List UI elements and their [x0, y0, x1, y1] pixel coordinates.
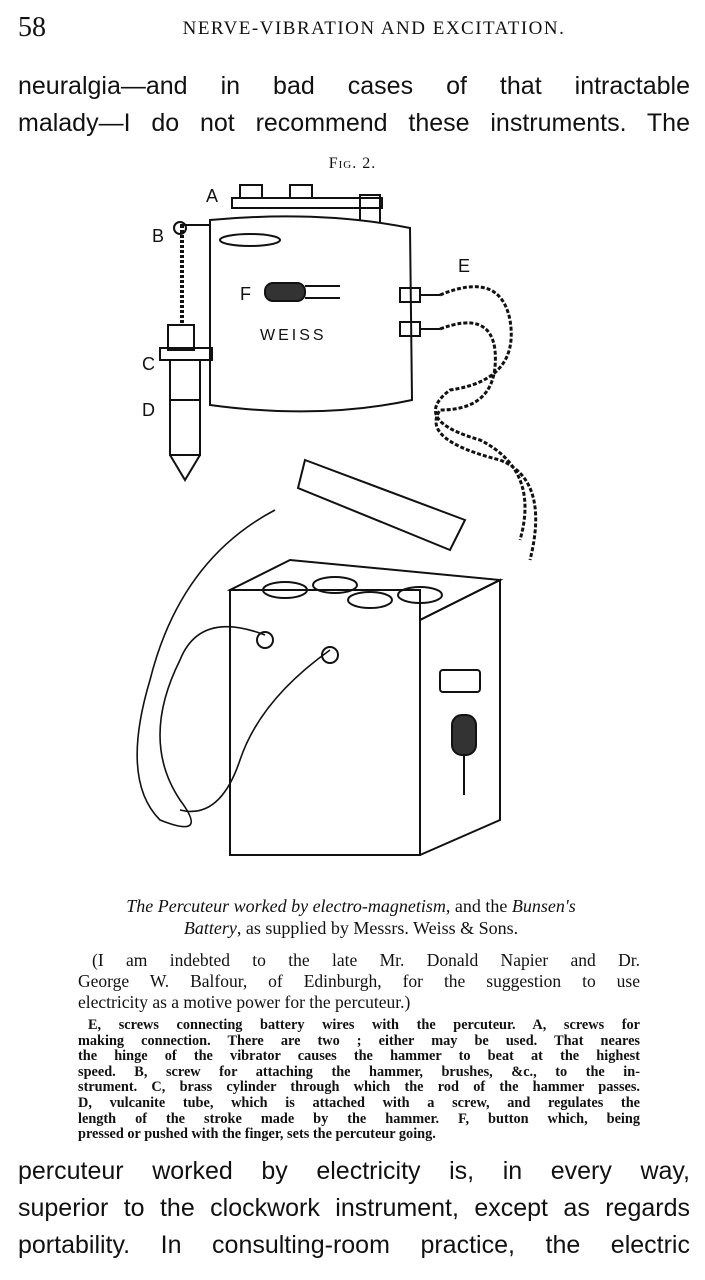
callout-f: F [240, 284, 251, 304]
running-header: 58 NERVE-VIBRATION AND EXCITATION. [18, 12, 690, 48]
callout-d: D [142, 400, 155, 420]
body-line: percuteur worked by electricity is, in e… [18, 1157, 690, 1185]
body-line: superior to the clockwork instrument, ex… [18, 1194, 690, 1222]
running-title: NERVE-VIBRATION AND EXCITATION. [182, 18, 566, 39]
body-line: neuralgia—and in bad cases of that intra… [18, 72, 690, 100]
body-line: malady—I do not recommend these instrume… [18, 109, 690, 137]
callout-b: B [152, 226, 164, 246]
body-line: portability. In consulting-room practice… [18, 1231, 690, 1259]
callout-a: A [206, 186, 218, 206]
figure-legend-note: E, screws connecting battery wires with … [78, 1017, 640, 1143]
page-number: 58 [18, 12, 46, 43]
percuteur-device [159, 184, 538, 561]
callout-c: C [142, 354, 155, 374]
percuteur-illustration: A B C D E F WEISS [136, 184, 538, 856]
callout-e: E [458, 256, 470, 276]
figure-caption: The Percuteur worked by electro-magnetis… [126, 896, 576, 938]
figure-label: Fig. 2. [328, 155, 377, 172]
brand-weiss: WEISS [260, 327, 327, 344]
acknowledgement-paragraph: (I am indebted to the late Mr. Donald Na… [78, 950, 640, 1012]
bunsen-battery [136, 458, 504, 856]
